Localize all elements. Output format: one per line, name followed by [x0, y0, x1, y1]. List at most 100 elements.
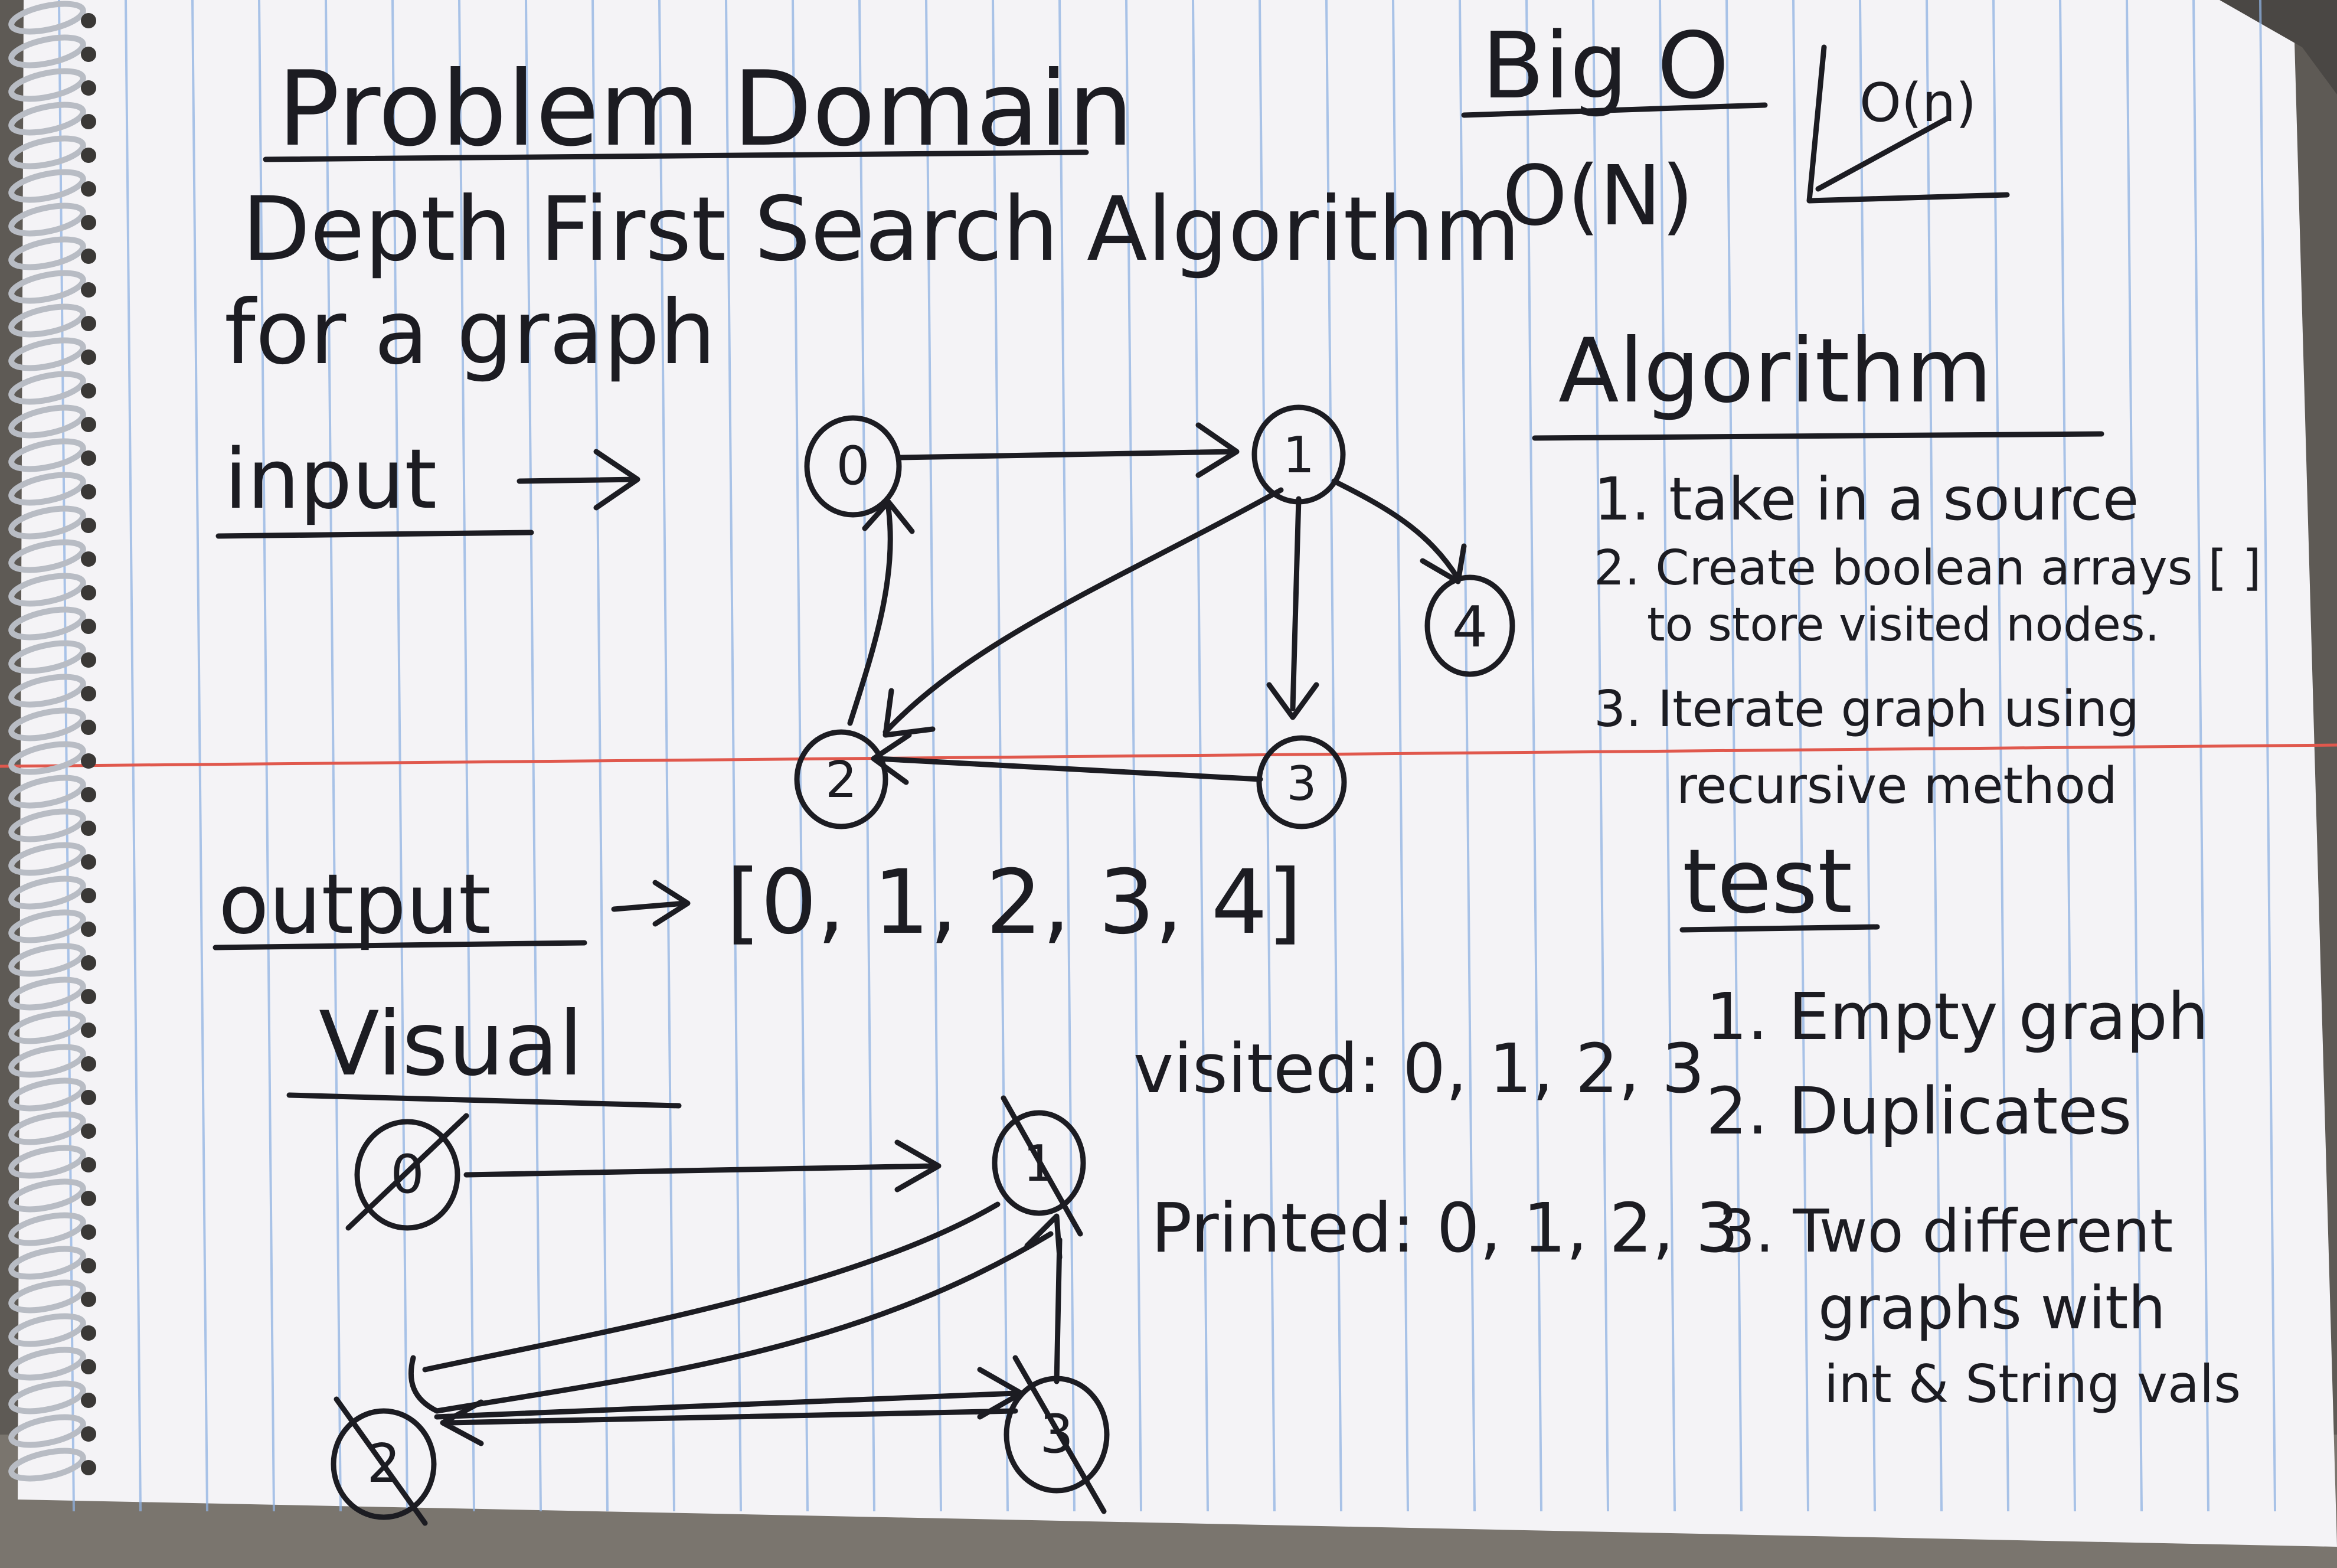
punch-hole	[81, 518, 96, 533]
ruled-line	[2259, 0, 2276, 1512]
spiral-coil	[8, 1347, 86, 1381]
visual-cross-out	[1012, 1355, 1107, 1514]
algorithm-heading: Algorithm	[1558, 320, 1992, 423]
page-title: Problem Domain	[277, 50, 1133, 169]
spiral-coil	[8, 1010, 86, 1044]
spiral-coil	[8, 472, 86, 506]
graph-node	[794, 729, 888, 829]
punch-hole	[81, 955, 96, 971]
output-label: output	[218, 857, 491, 953]
tests-underline	[1679, 924, 1880, 933]
visual-underline	[286, 1092, 682, 1109]
punch-hole	[81, 1258, 96, 1273]
algorithm-step: recursive method	[1676, 757, 2117, 815]
spiral-coil	[8, 539, 86, 573]
punch-hole	[81, 1023, 96, 1038]
ruled-line	[58, 0, 75, 1512]
punch-hole	[81, 720, 96, 735]
ruled-line	[391, 0, 408, 1512]
complexity-label: O(n)	[1859, 72, 1976, 134]
spiral-coil	[8, 1111, 86, 1145]
edge-2-0	[847, 499, 915, 726]
visual-node	[992, 1110, 1086, 1216]
graph-node	[1424, 574, 1515, 677]
punch-hole	[81, 787, 96, 802]
ruled-line	[1592, 0, 1609, 1512]
spiral-coil	[8, 202, 86, 237]
punch-hole	[81, 417, 96, 432]
graph-node-label: 0	[836, 435, 870, 497]
big-o-heading: Big O	[1482, 12, 1729, 119]
spiral-coil	[8, 707, 86, 741]
title-underline	[263, 149, 1089, 162]
graph-node-label: 3	[1287, 756, 1317, 811]
spiral-coil	[8, 1, 86, 35]
spiral-coil	[8, 842, 86, 876]
punch-hole	[81, 1224, 96, 1240]
test-item: int & String vals	[1824, 1354, 2241, 1415]
punch-hole	[81, 1460, 96, 1475]
punch-hole	[81, 821, 96, 836]
description-line-1: Depth First Search Algorithm	[242, 178, 1521, 281]
visual-edge	[463, 1139, 942, 1193]
spiral-coil	[8, 438, 86, 472]
punch-hole	[81, 551, 96, 567]
ruled-line	[1725, 0, 1743, 1512]
punch-hole	[81, 114, 96, 129]
edge-0-1	[897, 422, 1240, 478]
punch-hole	[81, 450, 96, 466]
algorithm-step: 2. Create boolean arrays [ ]	[1594, 540, 2261, 596]
spiral-coil	[8, 169, 86, 203]
spiral-coil	[8, 1044, 86, 1078]
complexity-axes	[1806, 44, 2010, 204]
spiral-coil	[8, 1448, 86, 1482]
punch-hole	[81, 989, 96, 1004]
spiral-coil	[8, 404, 86, 439]
spiral-coil	[8, 102, 86, 136]
ruled-line	[1459, 0, 1476, 1512]
visual-graph: 0 1 2 3	[331, 1095, 1110, 1526]
ruled-line	[191, 0, 208, 1512]
ruled-line	[925, 0, 942, 1512]
tests-heading: test	[1682, 831, 1852, 933]
test-list: 1. Empty graph 2. Duplicates 3. Two diff…	[1706, 979, 2241, 1415]
complexity-curve	[1815, 115, 1951, 192]
ruled-line	[325, 0, 342, 1512]
visual-cross-out	[345, 1113, 469, 1231]
spiral-coil	[8, 34, 86, 68]
spiral-coil	[8, 236, 86, 270]
graph-node	[1256, 735, 1347, 829]
punch-hole	[81, 181, 96, 197]
corner-shadow	[2220, 0, 2337, 94]
ruled-line	[1792, 0, 1809, 1512]
punch-hole	[81, 1325, 96, 1341]
ruled-line	[458, 0, 475, 1512]
spiral-coil	[8, 1414, 86, 1448]
algorithm-step: to store visited nodes.	[1647, 599, 2159, 652]
spiral-coil	[8, 270, 86, 304]
graph-node	[1251, 404, 1346, 505]
visual-edge	[1054, 1237, 1063, 1384]
visual-node	[354, 1119, 460, 1231]
printed-list: Printed: 0, 1, 2, 3	[1151, 1189, 1739, 1268]
ruled-line	[1525, 0, 1542, 1512]
spiral-coil	[8, 606, 86, 641]
ruled-line	[1859, 0, 1876, 1512]
spiral-coil	[8, 640, 86, 674]
spiral-coil	[8, 1077, 86, 1112]
spiral-coil	[8, 1380, 86, 1415]
punch-hole	[81, 1157, 96, 1172]
test-item: graphs with	[1818, 1273, 2166, 1342]
output-value: [0, 1, 2, 3, 4]	[726, 851, 1302, 954]
edge-1-2	[882, 487, 1284, 738]
spiral-coil	[8, 1212, 86, 1246]
algorithm-step: 3. Iterate graph using	[1594, 680, 2139, 739]
ruled-line	[125, 0, 142, 1512]
spiral-coil	[8, 909, 86, 943]
punch-hole	[81, 1090, 96, 1105]
punch-hole	[81, 80, 96, 96]
spiral-coil	[8, 1178, 86, 1213]
punch-hole	[81, 484, 96, 499]
ruled-line	[2059, 0, 2076, 1512]
